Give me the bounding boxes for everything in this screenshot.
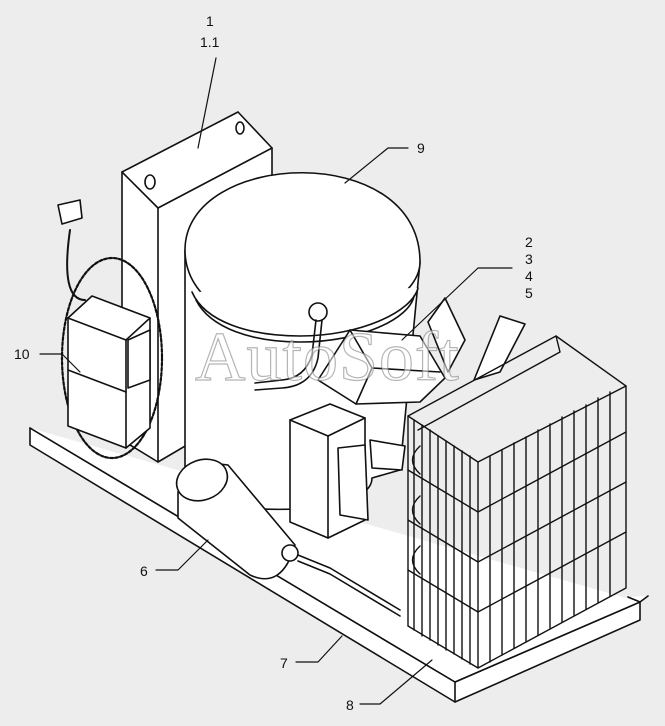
wire-coil <box>57 199 164 460</box>
callout-2: 2 <box>525 234 533 250</box>
callout-10: 10 <box>14 346 30 362</box>
callout-8: 8 <box>346 697 354 713</box>
callout-7: 7 <box>280 655 288 671</box>
leader-7 <box>295 635 343 663</box>
callout-5: 5 <box>525 285 533 301</box>
leader-2-5 <box>401 267 513 341</box>
leader-lines <box>39 57 513 705</box>
start-relay-box <box>67 295 151 449</box>
callout-1-1: 1.1 <box>200 34 220 50</box>
condenser-grid <box>407 335 627 669</box>
callout-3: 3 <box>525 251 533 267</box>
callout-4: 4 <box>525 268 533 284</box>
leader-8 <box>359 659 433 705</box>
leader-1 <box>197 57 217 149</box>
fan-motor <box>289 297 526 539</box>
leader-10 <box>39 353 81 373</box>
callout-9: 9 <box>417 140 425 156</box>
filter-drier <box>175 458 401 617</box>
suction-tube <box>254 302 328 391</box>
callout-6: 6 <box>140 563 148 579</box>
callout-1: 1 <box>206 13 214 29</box>
leader-6 <box>155 539 209 571</box>
leader-9 <box>344 147 409 184</box>
